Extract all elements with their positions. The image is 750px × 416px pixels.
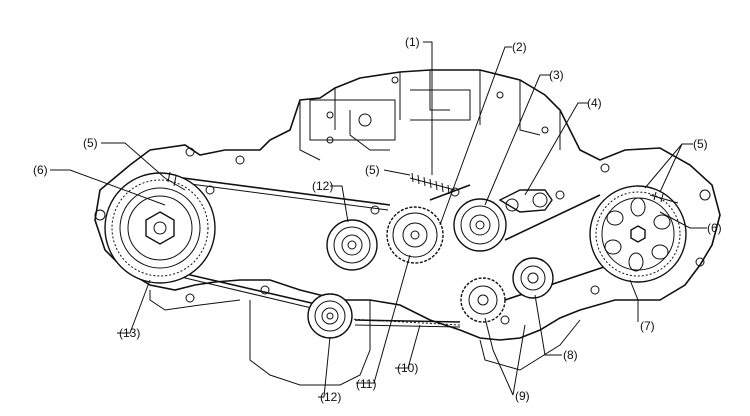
leader-lines — [50, 41, 707, 398]
label-part-13: (13) — [119, 326, 140, 340]
label-part-10: (10) — [397, 361, 418, 375]
belt-idler-9 — [460, 277, 506, 323]
timing-mark-notches — [164, 171, 679, 204]
tensioner-pulley — [453, 198, 507, 252]
label-part-11: (11) — [356, 377, 376, 391]
left-camshaft-sprocket — [104, 172, 216, 284]
label-part-2: (2) — [512, 40, 527, 54]
lower-belt-idler — [307, 293, 353, 339]
label-part-9: (9) — [515, 389, 530, 403]
label-part-5-center: (5) — [365, 163, 380, 177]
crankshaft-sprocket — [386, 206, 444, 264]
automatic-tensioner — [498, 189, 553, 213]
label-part-3: (3) — [549, 68, 564, 82]
label-part-5-top-left: (5) — [83, 136, 98, 150]
label-part-8: (8) — [563, 348, 578, 362]
label-part-1: (1) — [405, 35, 420, 49]
engine-block-outline — [94, 69, 721, 386]
label-part-5-top-right: (5) — [693, 137, 708, 151]
label-part-6-left: (6) — [33, 163, 48, 177]
label-part-6-right: (6) — [707, 221, 722, 235]
label-part-4: (4) — [587, 96, 602, 110]
right-camshaft-sprocket — [589, 185, 687, 283]
label-part-12-lower: (12) — [320, 390, 341, 404]
callout-labels: (1) (2) (3) (4) (5) (5) (5) (6) (6) (7) … — [33, 35, 722, 404]
label-part-12-upper: (12) — [312, 179, 333, 193]
belt-idler-8 — [512, 257, 554, 299]
upper-belt-idler — [326, 219, 378, 271]
label-part-7: (7) — [640, 319, 655, 333]
